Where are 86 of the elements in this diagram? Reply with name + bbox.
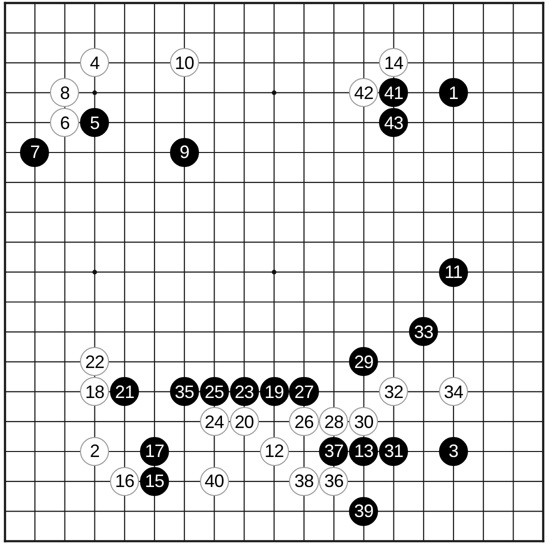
go-stone (379, 108, 408, 138)
move-number: 40 (204, 472, 224, 490)
move-number: 13 (354, 442, 374, 460)
move-number: 25 (204, 382, 224, 401)
go-stone (409, 317, 438, 346)
move-number: 6 (60, 114, 70, 132)
move-number: 20 (234, 412, 254, 431)
move-number: 19 (264, 382, 284, 401)
move-number: 7 (30, 143, 40, 162)
move-number: 4 (90, 54, 100, 72)
move-number: 32 (384, 382, 404, 401)
go-stone (289, 407, 319, 436)
move-number: 43 (384, 114, 404, 132)
go-stone (379, 78, 408, 108)
go-stone (349, 436, 378, 466)
move-number: 10 (174, 54, 194, 72)
go-stone (170, 48, 199, 78)
go-stone (50, 108, 80, 138)
go-stone (260, 436, 289, 466)
move-number: 12 (264, 442, 284, 460)
go-stone (80, 436, 110, 466)
move-number: 31 (384, 442, 404, 460)
go-stone (200, 466, 229, 496)
move-number: 8 (60, 84, 70, 102)
go-stone (80, 377, 110, 406)
move-number: 18 (85, 382, 104, 401)
go-stone (319, 436, 348, 466)
go-stone (230, 407, 259, 436)
move-number: 30 (354, 412, 374, 431)
move-number: 28 (324, 412, 344, 431)
move-number: 37 (324, 442, 344, 460)
go-stone (80, 108, 110, 138)
go-stone (349, 78, 378, 108)
go-stone (289, 377, 319, 406)
move-number: 22 (85, 352, 104, 371)
move-number: 35 (174, 382, 194, 401)
move-number: 41 (384, 84, 404, 102)
go-stone (438, 78, 468, 108)
go-stone (80, 347, 110, 376)
move-number: 29 (354, 352, 374, 371)
move-number: 5 (90, 114, 100, 132)
go-stone (170, 138, 199, 168)
move-number: 9 (180, 143, 190, 162)
move-number: 17 (144, 442, 164, 460)
go-stone (349, 407, 378, 436)
move-number: 42 (354, 84, 374, 102)
go-stone (170, 377, 199, 406)
go-stone (260, 377, 289, 406)
go-stone (230, 377, 259, 406)
go-stone (50, 78, 80, 108)
move-number: 34 (444, 382, 464, 401)
go-stone (289, 466, 319, 496)
go-stone (438, 377, 468, 406)
go-stone (200, 407, 229, 436)
move-number: 23 (234, 382, 254, 401)
go-stone (140, 436, 170, 466)
move-number: 11 (444, 263, 462, 282)
go-stone (200, 377, 229, 406)
move-number: 3 (448, 442, 458, 460)
go-stone (80, 48, 110, 78)
go-stone (379, 436, 408, 466)
move-number: 24 (204, 412, 224, 431)
go-stone (140, 466, 170, 496)
go-stone (379, 377, 408, 406)
go-stone (349, 347, 378, 376)
move-number: 27 (294, 382, 314, 401)
go-stone (438, 258, 468, 287)
move-number: 14 (384, 54, 404, 72)
move-number: 2 (90, 442, 100, 460)
go-stone (319, 407, 348, 436)
move-number: 33 (414, 322, 434, 341)
go-stone (319, 466, 348, 496)
move-number: 36 (324, 472, 344, 490)
move-number: 39 (354, 502, 374, 520)
move-number: 26 (294, 412, 314, 431)
move-number: 15 (144, 472, 164, 490)
go-stone (379, 48, 408, 78)
go-stone (438, 436, 468, 466)
go-stone (20, 138, 50, 168)
move-number: 16 (114, 472, 134, 490)
move-number: 1 (448, 84, 458, 102)
go-stone (110, 466, 140, 496)
go-stone (349, 496, 378, 526)
go-stone (110, 377, 140, 406)
move-number: 38 (294, 472, 314, 490)
move-number: 21 (114, 382, 134, 401)
